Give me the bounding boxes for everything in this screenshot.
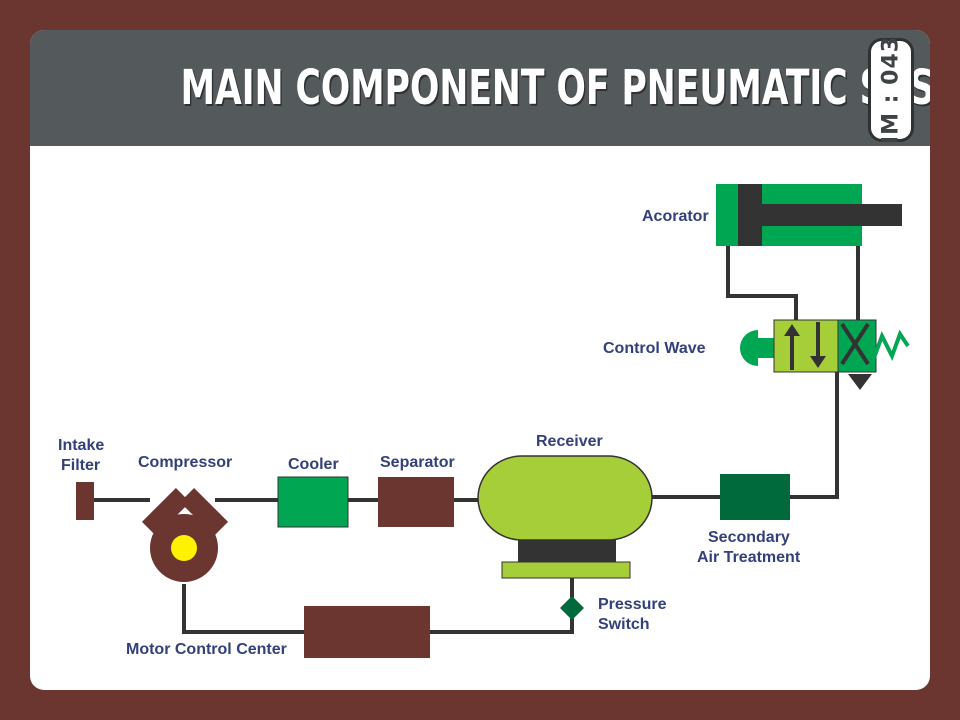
secondary-air-treatment bbox=[720, 474, 790, 520]
pipe-mcc-compressor bbox=[182, 584, 304, 634]
acorator-cylinder bbox=[716, 184, 902, 246]
label-intake: Intake bbox=[58, 437, 104, 454]
valve-spring bbox=[872, 329, 910, 362]
label-control-wave: Control Wave bbox=[603, 340, 706, 357]
label-cooler: Cooler bbox=[288, 456, 339, 473]
label-air-treatment: Air Treatment bbox=[697, 549, 801, 566]
compressor bbox=[141, 487, 229, 582]
motor-control-center bbox=[304, 606, 430, 658]
label-compressor: Compressor bbox=[138, 454, 232, 471]
header-bar: MAIN COMPONENT OF PNEUMATIC SYSTEM IM : … bbox=[30, 30, 930, 146]
label-switch: Switch bbox=[598, 616, 650, 633]
valve-actuator bbox=[740, 330, 758, 366]
separator bbox=[378, 477, 454, 527]
label-pressure: Pressure bbox=[598, 596, 667, 613]
intake-filter bbox=[76, 482, 94, 520]
pipe-acorator-left bbox=[726, 246, 798, 320]
compressor-rotor bbox=[171, 535, 197, 561]
component-labels: Intake Filter Compressor Cooler Separato… bbox=[58, 208, 801, 658]
code-badge: IM : 043 bbox=[868, 36, 914, 144]
label-filter: Filter bbox=[61, 457, 100, 474]
pipe-secondary-valve bbox=[790, 372, 839, 499]
control-valve bbox=[740, 319, 910, 390]
receiver bbox=[477, 455, 653, 579]
label-separator: Separator bbox=[380, 454, 455, 471]
label-motor-control-center: Motor Control Center bbox=[126, 641, 287, 658]
label-receiver: Receiver bbox=[536, 433, 603, 450]
piping bbox=[92, 246, 860, 634]
pipe-receiver-switch bbox=[430, 578, 574, 634]
cooler bbox=[277, 476, 349, 528]
pressure-switch bbox=[560, 596, 584, 620]
piston-rod bbox=[762, 204, 902, 226]
label-secondary: Secondary bbox=[708, 529, 790, 546]
label-acorator: Acorator bbox=[642, 208, 709, 225]
